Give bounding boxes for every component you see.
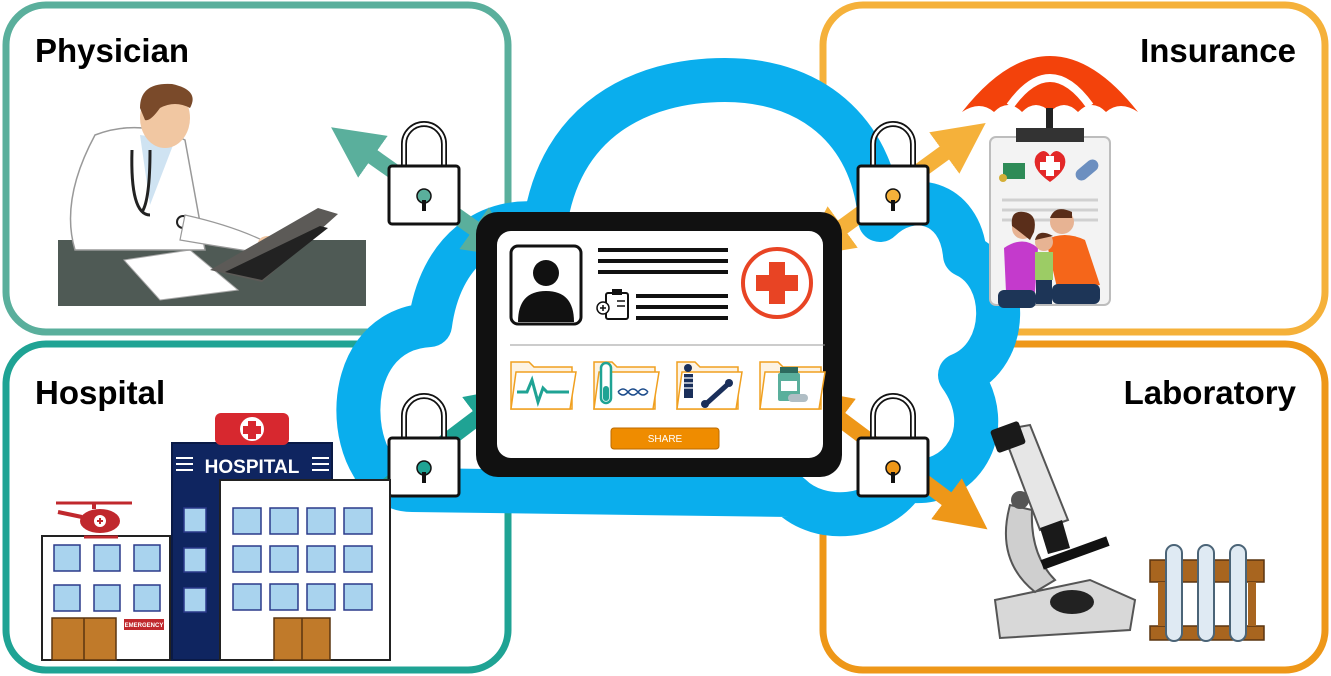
- laboratory-lock-icon: [858, 396, 928, 496]
- ecg-folder-icon[interactable]: [510, 361, 577, 410]
- hospital-sign-text: HOSPITAL: [205, 457, 300, 478]
- physician-lock-icon: [389, 124, 459, 224]
- share-button[interactable]: SHARE: [610, 427, 720, 450]
- emergency-sign: [124, 619, 164, 630]
- xray-folder-icon[interactable]: [676, 361, 743, 410]
- patient-photo-icon: [509, 244, 583, 326]
- medical-cross-icon: [741, 247, 813, 319]
- insurance-label: Insurance: [1140, 32, 1296, 69]
- hospital-building-illustration: EMERGENCY HOSPITAL: [41, 413, 391, 661]
- helicopter-icon: [56, 501, 132, 539]
- microscope-illustration: [990, 421, 1137, 640]
- record-lines: [598, 248, 728, 320]
- medicine-folder-icon[interactable]: [759, 361, 826, 410]
- doctor-illustration: [58, 83, 366, 306]
- hospital-label: Hospital: [35, 374, 165, 411]
- share-button-label: SHARE: [648, 434, 683, 445]
- test-tube-dna-folder-icon[interactable]: [593, 361, 660, 410]
- physician-label: Physician: [35, 32, 189, 69]
- tablet-device: SHARE: [476, 212, 842, 477]
- insurance-family-illustration: [962, 56, 1138, 308]
- test-tube-rack-illustration: [1149, 544, 1265, 642]
- laboratory-label: Laboratory: [1124, 374, 1297, 411]
- hospital-lock-icon: [389, 396, 459, 496]
- emergency-sign-text: EMERGENCY: [125, 623, 164, 629]
- insurance-lock-icon: [858, 124, 928, 224]
- clipboard-icon: [596, 289, 629, 320]
